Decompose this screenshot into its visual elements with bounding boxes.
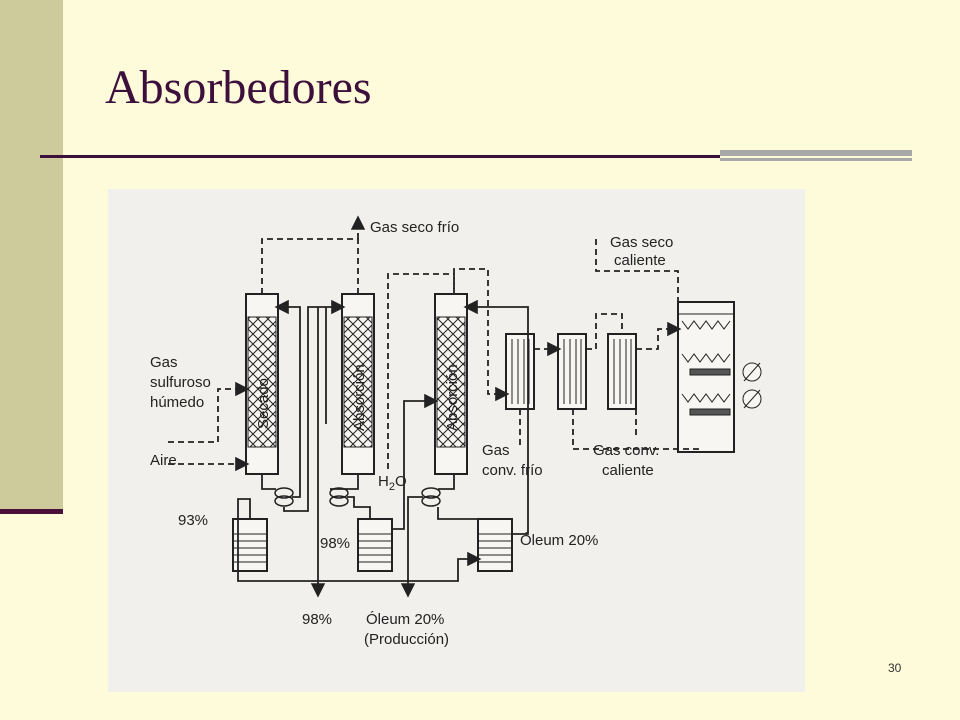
label-tank-oleum: Óleum 20%: [520, 532, 598, 549]
label-tank-93: 93%: [178, 512, 208, 529]
label-output-oleum-2: (Producción): [364, 631, 449, 648]
label-gas-conv-frio-2: conv. frío: [482, 462, 543, 479]
gas-lines: [168, 215, 699, 472]
left-accent-band: [0, 0, 63, 512]
absorption-column-2-label: Absorción: [444, 364, 461, 431]
title-rule: [40, 155, 720, 158]
absorption-column-1: Absorción: [341, 293, 375, 475]
process-diagram: Secado Absorción Absorción: [108, 189, 805, 692]
cooler-1: [274, 487, 294, 507]
label-gas-conv-caliente-1: Gas conv.: [593, 442, 659, 459]
title-rule-accent-thin: [720, 158, 912, 161]
drying-column-label: Secado: [255, 378, 272, 429]
slide-title: Absorbedores: [105, 61, 372, 114]
label-gas-seco-caliente-2: caliente: [614, 252, 666, 269]
label-h2o-h: H: [378, 473, 389, 490]
label-gas-conv-caliente-2: caliente: [602, 462, 654, 479]
label-output-98: 98%: [302, 611, 332, 628]
process-diagram-svg: Secado Absorción Absorción: [150, 215, 762, 648]
slide-number: 30: [888, 661, 902, 675]
label-gas-conv-frio-1: Gas: [482, 442, 510, 459]
title-rule-accent: [720, 150, 912, 156]
label-gas-sulfuroso-3: húmedo: [150, 394, 204, 411]
label-gas-seco-frio: Gas seco frío: [370, 219, 459, 236]
label-gas-sulfuroso-1: Gas: [150, 354, 178, 371]
absorption-column-1-label: Absorción: [351, 364, 368, 431]
heat-exchanger-1: [505, 333, 535, 410]
tank-oleum: [477, 518, 513, 572]
label-gas-sulfuroso-2: sulfuroso: [150, 374, 211, 391]
absorption-column-2: Absorción: [434, 293, 468, 475]
tank-98: [357, 518, 393, 572]
label-h2o-sub: 2: [389, 481, 395, 493]
heat-exchanger-2: [557, 333, 587, 410]
left-accent-band-foot: [0, 509, 63, 514]
label-gas-seco-caliente-1: Gas seco: [610, 234, 673, 251]
drying-column: Secado: [245, 293, 279, 475]
label-h2o-o: O: [395, 473, 407, 490]
label-aire: Aire: [150, 452, 177, 469]
label-output-oleum-1: Óleum 20%: [366, 611, 444, 628]
heat-exchanger-3: [607, 333, 637, 410]
cooler-2: [329, 487, 349, 507]
converter: [677, 301, 762, 453]
label-tank-98: 98%: [320, 535, 350, 552]
label-h2o: H2O: [378, 473, 407, 493]
cooler-3: [421, 487, 441, 507]
liquid-lines: [237, 299, 529, 598]
